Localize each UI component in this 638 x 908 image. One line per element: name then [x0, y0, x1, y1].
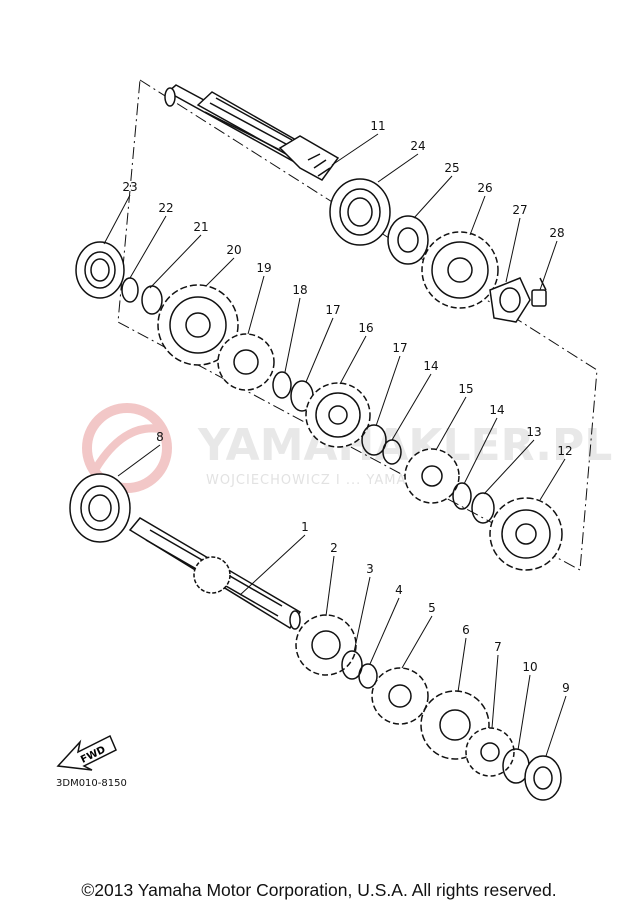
callout-leader — [149, 234, 202, 289]
upper-components — [75, 178, 563, 571]
callout-leader — [491, 654, 499, 729]
part-number-label: 6 — [462, 623, 470, 637]
bearing-8 — [69, 473, 131, 543]
callout-leader — [305, 317, 334, 383]
callout-leader — [284, 297, 301, 373]
collar-9 — [524, 755, 562, 801]
callout-leader — [435, 396, 467, 451]
part-number-label: 28 — [549, 226, 564, 240]
part-number-label: 22 — [158, 201, 173, 215]
sprocket-26 — [421, 231, 499, 309]
part-number-label: 18 — [292, 283, 307, 297]
callout-leader — [517, 674, 531, 751]
callout-leader — [369, 597, 400, 665]
callout-leader — [375, 355, 401, 427]
callout-leader — [413, 175, 453, 219]
callout-leader — [463, 417, 498, 485]
part-number-label: 24 — [410, 139, 425, 153]
lower-components — [69, 473, 562, 801]
part-number-label: 9 — [562, 681, 570, 695]
part-number-label: 27 — [512, 203, 527, 217]
callout-leader — [339, 335, 367, 385]
gear-5 — [371, 667, 429, 725]
lock-washer-27 — [489, 277, 531, 323]
part-number-label: 15 — [458, 382, 473, 396]
gear-7 — [465, 727, 515, 777]
part-number-label: 10 — [522, 660, 537, 674]
watermark-brand: YAMAHAKLER.PL — [197, 420, 612, 471]
callout-leader — [331, 133, 379, 166]
callout-leader — [457, 637, 467, 693]
part-number-label: 23 — [122, 180, 137, 194]
part-number-label: 13 — [526, 425, 541, 439]
part-number-label: 7 — [494, 640, 502, 654]
washer-3 — [341, 650, 363, 680]
part-number-label: 5 — [428, 601, 436, 615]
callout-leader — [247, 275, 265, 335]
part-number-label: 4 — [395, 583, 403, 597]
callout-leader — [353, 576, 371, 653]
part-number-label: 17 — [392, 341, 407, 355]
callout-leader — [239, 534, 306, 596]
diagram-code: 3DM010-8150 — [56, 778, 127, 789]
fwd-arrow-icon: FWD — [56, 734, 117, 771]
part-number-label: 3 — [366, 562, 374, 576]
watermark: YAMAHAKLER.PL WOJCIECHOWICZ I ... YAMAHA — [82, 403, 612, 493]
part-number-label: 20 — [226, 243, 241, 257]
callout-leader — [205, 257, 235, 287]
watermark-sub: WOJCIECHOWICZ I ... YAMAHA — [206, 473, 427, 488]
part-number-label: 25 — [444, 161, 459, 175]
gear-2 — [295, 614, 357, 676]
part-number-label: 14 — [423, 359, 438, 373]
gear-16 — [305, 382, 371, 448]
circlip-18 — [272, 371, 292, 399]
callout-leader — [483, 439, 535, 495]
washer-21 — [141, 285, 163, 315]
callout-leader — [391, 373, 432, 441]
watermark-logo-stripe — [91, 424, 166, 473]
gear-12 — [489, 497, 563, 571]
washer-13 — [471, 492, 495, 524]
part-number-label: 8 — [156, 430, 164, 444]
circlip-4 — [358, 663, 378, 689]
callout-leader — [539, 458, 566, 501]
drive-axle-shaft — [164, 84, 340, 181]
callout-leader — [401, 615, 433, 669]
callout-leader — [539, 240, 558, 291]
part-number-label: 19 — [256, 261, 271, 275]
part-number-label: 16 — [358, 321, 373, 335]
callout-leader — [129, 215, 167, 279]
callouts: 1124252627282322212019181716171415141312… — [103, 119, 573, 757]
callout-leader — [469, 195, 486, 236]
bolt-28 — [531, 277, 547, 307]
gear-19 — [217, 333, 275, 391]
watermark-logo-icon — [82, 403, 172, 493]
circlip-14b — [452, 482, 472, 510]
part-number-label: 2 — [330, 541, 338, 555]
gear-20 — [157, 284, 239, 366]
part-number-label: 11 — [370, 119, 385, 133]
part-number-label: 12 — [557, 444, 572, 458]
bearing-24 — [329, 178, 391, 246]
callout-leader — [505, 217, 521, 283]
main-axle-1 — [128, 517, 302, 630]
circlip-22 — [121, 277, 139, 303]
part-number-label: 17 — [325, 303, 340, 317]
callout-leader — [117, 444, 161, 477]
callout-leader — [545, 695, 567, 757]
collar-25 — [387, 215, 429, 265]
part-number-label: 21 — [193, 220, 208, 234]
part-number-label: 1 — [301, 520, 309, 534]
part-number-label: 26 — [477, 181, 492, 195]
part-number-label: 14 — [489, 403, 504, 417]
bearing-23 — [75, 241, 125, 299]
copyright-text: ©2013 Yamaha Motor Corporation, U.S.A. A… — [81, 880, 557, 900]
callout-leader — [325, 555, 335, 617]
callout-leader — [103, 194, 131, 245]
gear-15 — [404, 448, 460, 504]
callout-leader — [377, 153, 419, 183]
washer-17b — [361, 424, 387, 456]
